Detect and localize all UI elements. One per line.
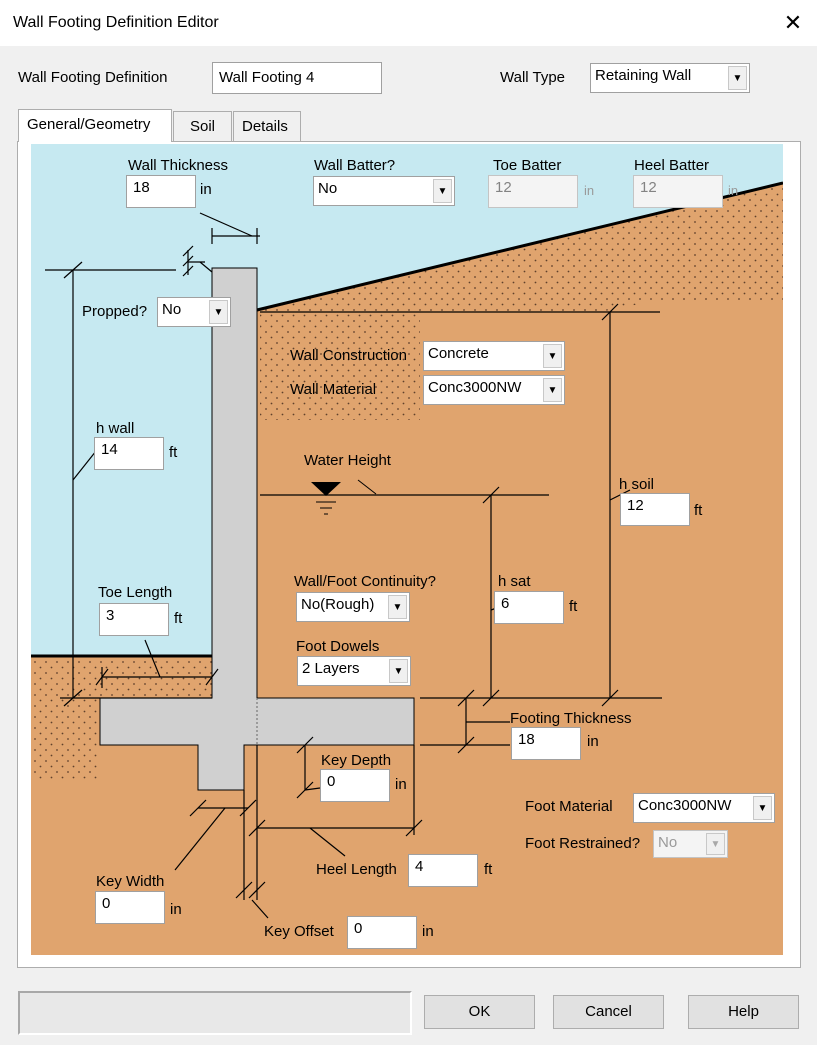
chevron-down-icon: ▼	[388, 595, 407, 619]
footing-thickness-input[interactable]: 18	[511, 727, 581, 760]
toe-batter-input[interactable]: 12	[488, 175, 578, 208]
wall-foot-continuity-value: No(Rough)	[301, 596, 375, 613]
wall-thickness-label: Wall Thickness	[128, 157, 229, 174]
wall-batter-dropdown[interactable]: No ▼	[313, 176, 455, 206]
tab-details[interactable]: Details	[233, 111, 301, 141]
key-depth-unit: in	[395, 776, 407, 793]
foot-restrained-label: Foot Restrained?	[525, 835, 641, 852]
status-bar	[18, 991, 412, 1035]
heel-batter-input[interactable]: 12	[633, 175, 723, 208]
chevron-down-icon: ▼	[389, 659, 408, 683]
wall-foot-continuity-dropdown[interactable]: No(Rough) ▼	[296, 592, 410, 622]
wall-type-dropdown[interactable]: Retaining Wall ▼	[590, 63, 750, 93]
propped-label: Propped?	[82, 303, 148, 320]
foot-dowels-label: Foot Dowels	[296, 638, 380, 655]
h-sat-label: h sat	[498, 573, 531, 590]
foot-material-dropdown[interactable]: Conc3000NW ▼	[633, 793, 775, 823]
backfill-dots-left	[260, 312, 420, 420]
wall-material-label: Wall Material	[290, 381, 377, 398]
h-sat-unit: ft	[569, 598, 578, 615]
propped-value: No	[162, 301, 182, 318]
heel-batter-label: Heel Batter	[634, 157, 710, 174]
cancel-button[interactable]: Cancel	[553, 995, 664, 1029]
wall-batter-value: No	[318, 180, 338, 197]
key-offset-unit: in	[422, 923, 434, 940]
wall-construction-value: Concrete	[428, 345, 489, 362]
toe-batter-unit: in	[584, 183, 595, 198]
heel-length-input[interactable]: 4	[408, 854, 478, 887]
foot-restrained-value: No	[658, 834, 678, 851]
wall-thickness-input[interactable]: 18	[126, 175, 196, 208]
chevron-down-icon: ▼	[209, 300, 228, 324]
key-depth-input[interactable]: 0	[320, 769, 390, 802]
h-wall-input[interactable]: 14	[94, 437, 164, 470]
foot-dowels-dropdown[interactable]: 2 Layers ▼	[297, 656, 411, 686]
definition-name-input[interactable]: Wall Footing 4	[212, 62, 382, 94]
wall-construction-dropdown[interactable]: Concrete ▼	[423, 341, 565, 371]
chevron-down-icon: ▼	[753, 796, 772, 820]
wall-material-dropdown[interactable]: Conc3000NW ▼	[423, 375, 565, 405]
footing-thickness-label: Footing Thickness	[510, 710, 632, 727]
wall-construction-label: Wall Construction	[290, 347, 407, 364]
h-wall-label: h wall	[96, 420, 135, 437]
heel-length-label: Heel Length	[316, 861, 397, 878]
chevron-down-icon: ▼	[543, 344, 562, 368]
key-depth-label: Key Depth	[321, 752, 392, 769]
tab-soil[interactable]: Soil	[173, 111, 232, 141]
h-sat-input[interactable]: 6	[494, 591, 564, 624]
h-wall-unit: ft	[169, 444, 178, 461]
close-icon[interactable]: ✕	[783, 10, 803, 35]
key-width-unit: in	[170, 901, 182, 918]
key-offset-input[interactable]: 0	[347, 916, 417, 949]
chevron-down-icon: ▼	[706, 833, 725, 855]
wall-foot-continuity-label: Wall/Foot Continuity?	[294, 573, 437, 590]
heel-length-unit: ft	[484, 861, 493, 878]
foot-dowels-value: 2 Layers	[302, 660, 360, 677]
foot-material-value: Conc3000NW	[638, 797, 732, 814]
heel-batter-unit: in	[728, 183, 739, 198]
h-soil-unit: ft	[694, 502, 703, 519]
prop-support-icon	[182, 245, 213, 277]
tab-general-geometry[interactable]: General/Geometry	[18, 109, 172, 142]
help-button[interactable]: Help	[688, 995, 799, 1029]
window-title: Wall Footing Definition Editor	[13, 14, 219, 31]
key-offset-label: Key Offset	[264, 923, 334, 940]
foot-restrained-dropdown[interactable]: No ▼	[653, 830, 728, 858]
ok-button[interactable]: OK	[424, 995, 535, 1029]
chevron-down-icon: ▼	[543, 378, 562, 402]
toe-length-unit: ft	[174, 610, 183, 627]
foot-material-label: Foot Material	[525, 798, 613, 815]
propped-dropdown[interactable]: No ▼	[157, 297, 231, 327]
definition-label: Wall Footing Definition	[18, 69, 168, 86]
title-bar	[0, 0, 817, 46]
wall-type-label: Wall Type	[500, 69, 566, 86]
chevron-down-icon: ▼	[728, 66, 747, 90]
chevron-down-icon: ▼	[433, 179, 452, 203]
toe-length-input[interactable]: 3	[99, 603, 169, 636]
key-width-input[interactable]: 0	[95, 891, 165, 924]
toe-length-label: Toe Length	[98, 584, 173, 601]
water-level-icon	[311, 479, 377, 515]
wall-material-value: Conc3000NW	[428, 379, 522, 396]
h-soil-input[interactable]: 12	[620, 493, 690, 526]
toe-soil-dots	[31, 658, 212, 780]
toe-batter-label: Toe Batter	[493, 157, 562, 174]
water-height-label: Water Height	[304, 452, 391, 469]
wall-thickness-unit: in	[200, 181, 212, 198]
wall-batter-label: Wall Batter?	[314, 157, 396, 174]
h-soil-label: h soil	[619, 476, 655, 493]
key-width-label: Key Width	[96, 873, 165, 890]
wall-type-value: Retaining Wall	[595, 67, 692, 84]
footing-thickness-unit: in	[587, 733, 599, 750]
